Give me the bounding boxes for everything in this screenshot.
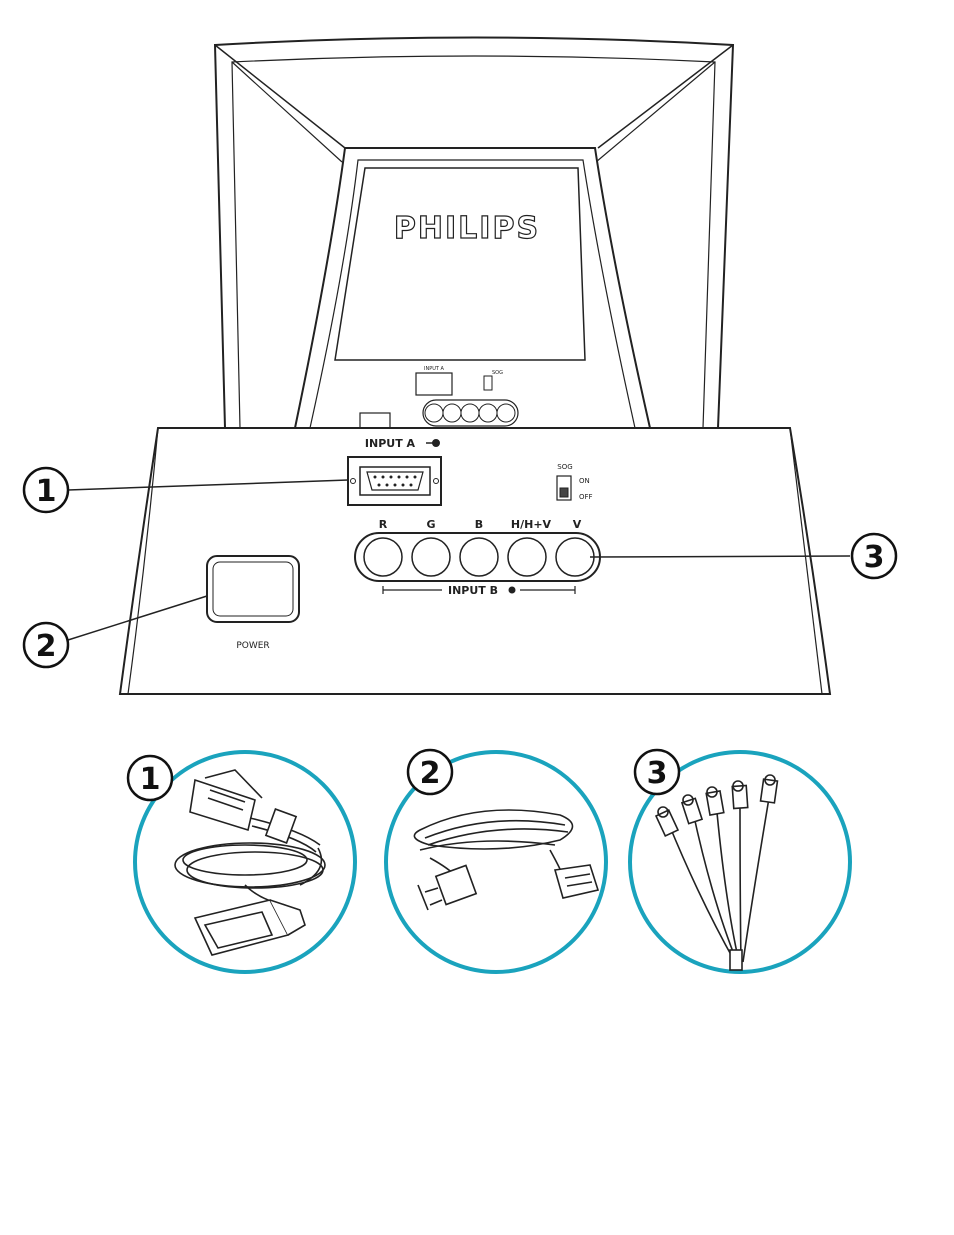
power-cord-icon: [413, 809, 600, 911]
sog-label: SOG: [557, 463, 572, 471]
input-a-label: INPUT A: [365, 437, 416, 450]
vga-signal-cable-icon: [174, 769, 326, 956]
bnc-port-r: [363, 537, 403, 577]
bnc-label-r: R: [379, 518, 388, 531]
cable-circle-2: 2: [384, 748, 608, 974]
bnc-label-g: G: [426, 518, 435, 531]
svg-text:3: 3: [864, 540, 885, 575]
input-b-label: INPUT B: [448, 584, 498, 597]
bnc-cable-icon: [654, 774, 779, 971]
bnc-port-v: [555, 537, 595, 577]
input-b-arrow-icon: [508, 586, 516, 594]
bnc-label-v: V: [573, 518, 582, 531]
cable-3-number: 3: [647, 756, 668, 791]
monitor-back: [213, 36, 735, 430]
svg-text:2: 2: [36, 629, 57, 664]
input-b-bracket: [382, 586, 576, 594]
power-button[interactable]: [206, 555, 300, 623]
input-a-arrow-icon: [426, 439, 440, 447]
callout-1: 1: [22, 466, 349, 514]
upper-sog-label: SOG: [492, 370, 503, 376]
callout-2: 2: [22, 595, 208, 669]
vga-port: [347, 456, 442, 506]
cable-circle-1: 1: [126, 750, 357, 974]
bnc-connector-strip: [354, 532, 601, 582]
bnc-label-b: B: [475, 518, 483, 531]
brand-logo: PHILIPS: [394, 211, 540, 246]
cable-2-number: 2: [420, 756, 441, 791]
bnc-port-b: [459, 537, 499, 577]
callout-3: 3: [589, 532, 898, 580]
bnc-port-g: [411, 537, 451, 577]
sog-on-label: ON: [579, 477, 590, 485]
sog-off-label: OFF: [579, 493, 593, 501]
power-label: POWER: [236, 641, 269, 651]
upper-input-a-label: INPUT A: [424, 366, 445, 372]
bnc-label-h: H/H+V: [511, 518, 552, 531]
svg-text:1: 1: [36, 474, 57, 509]
sog-switch[interactable]: [556, 475, 572, 501]
bnc-port-h: [507, 537, 547, 577]
cable-1-number: 1: [140, 762, 161, 797]
cable-circle-3: 3: [628, 748, 852, 974]
